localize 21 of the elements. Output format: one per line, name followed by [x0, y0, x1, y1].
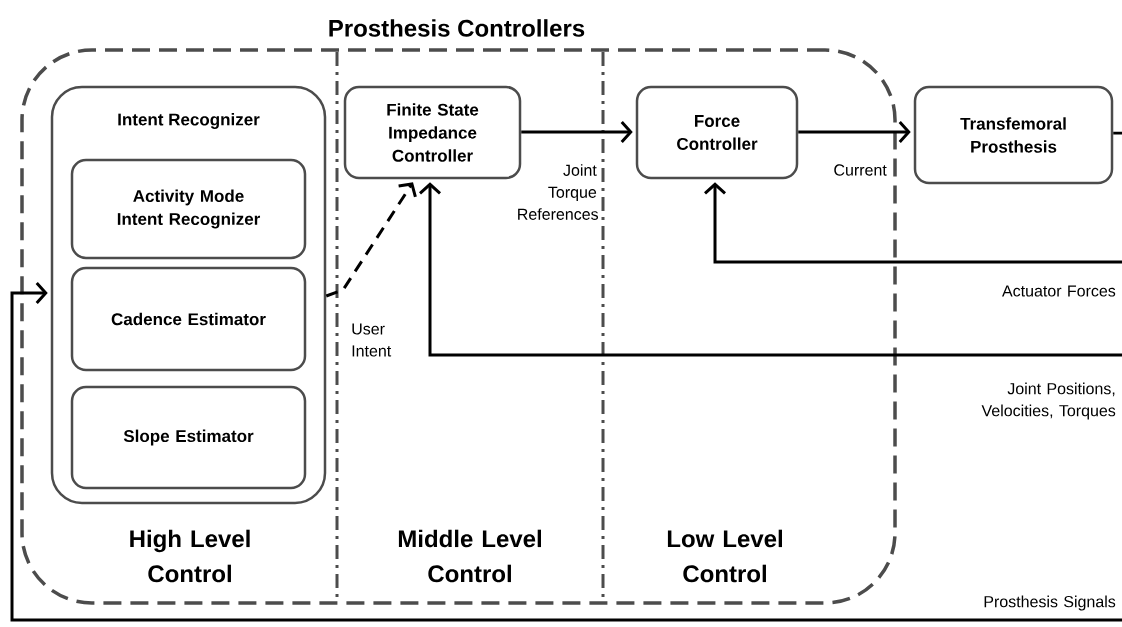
- edge-label: User Intent: [352, 323, 392, 357]
- edge-label: Prosthesis Signals: [984, 595, 1116, 611]
- edge-label: Current: [834, 164, 887, 176]
- arrow: [325, 182, 417, 298]
- arrow: [521, 121, 633, 143]
- level-label: Middle Level Control: [398, 529, 541, 583]
- process-box: Finite State Impedance Controller: [343, 85, 522, 180]
- process-box: Force Controller: [635, 85, 799, 180]
- process-box: Slope Estimator: [70, 385, 307, 490]
- process-box: Activity Mode Intent Recognizer: [70, 158, 307, 260]
- process-box: Transfemoral Prosthesis: [913, 85, 1114, 185]
- arrow: [419, 182, 1122, 357]
- edge-label: Actuator Forces: [1002, 285, 1116, 297]
- edge-label: Joint Positions, Velocities, Torques: [981, 382, 1116, 420]
- arrow: [798, 121, 911, 143]
- process-box: Cadence Estimator: [70, 266, 307, 372]
- node-label: Prosthesis Controllers: [329, 19, 585, 37]
- arrow: [10, 282, 1122, 622]
- level-label: High Level Control: [130, 529, 250, 583]
- level-label: Low Level Control: [667, 529, 782, 583]
- arrow: [704, 182, 1122, 264]
